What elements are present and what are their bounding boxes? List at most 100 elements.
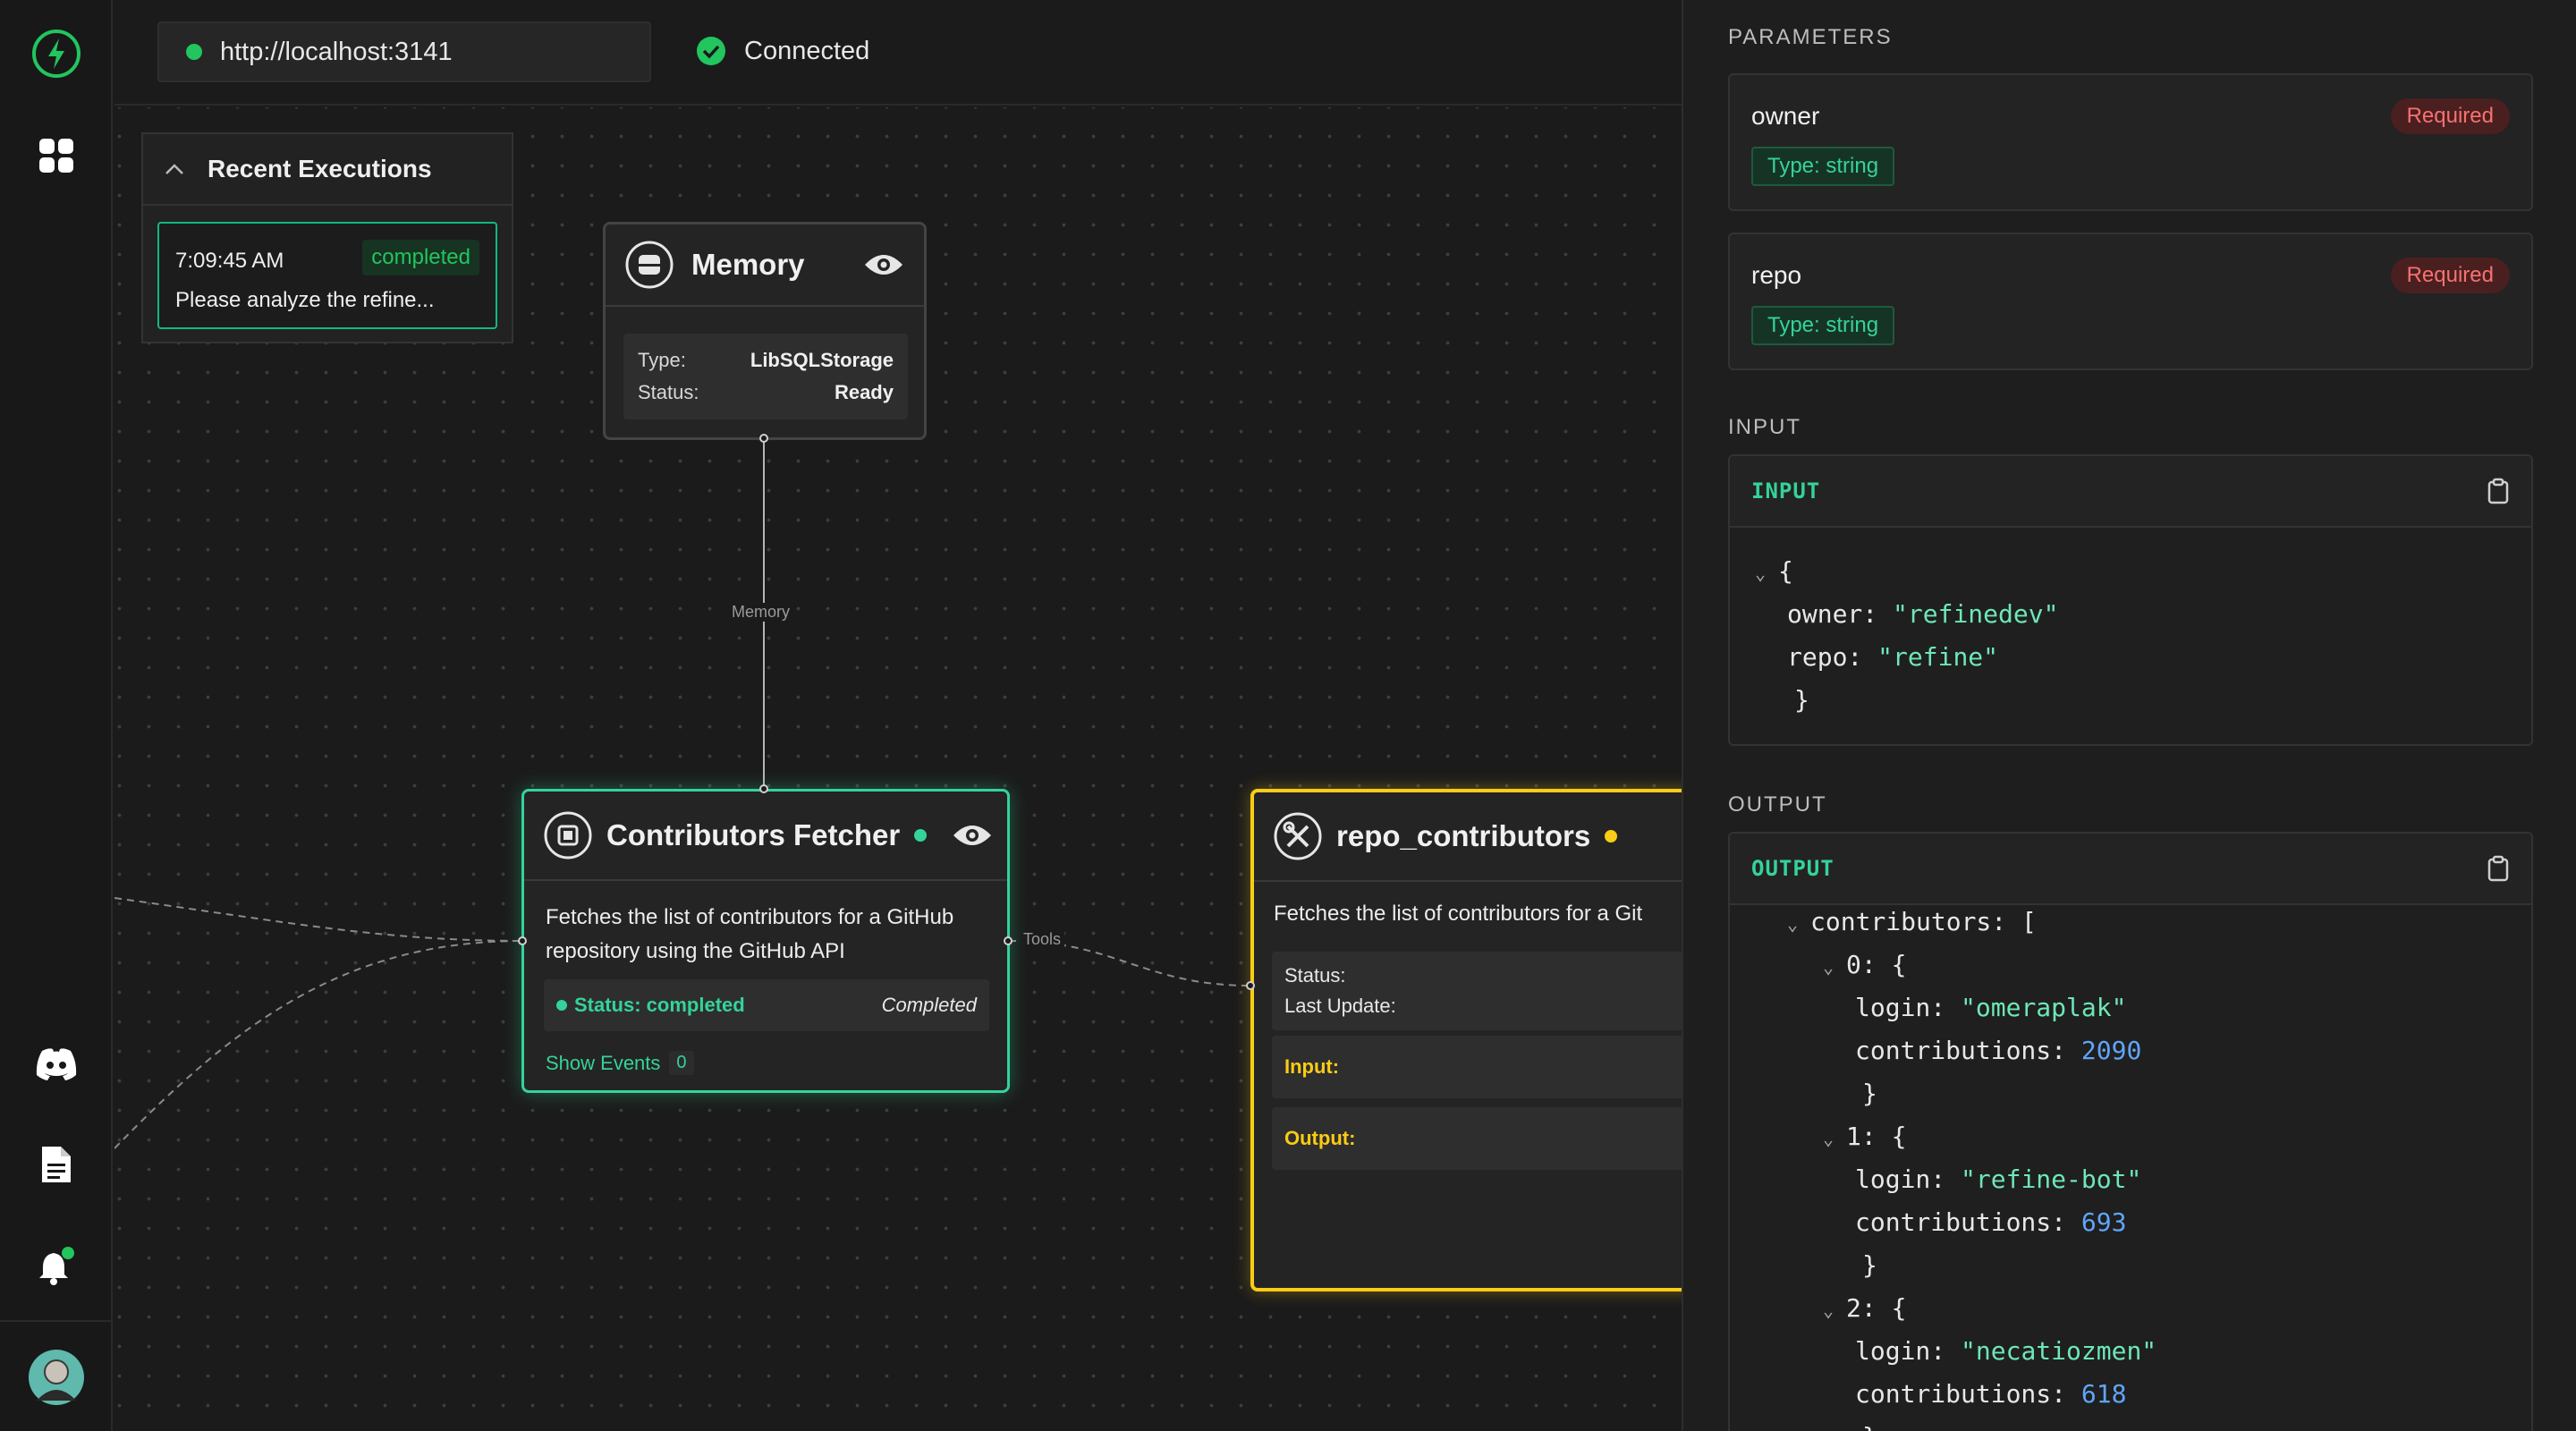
execution-status-badge: completed	[362, 240, 479, 275]
tool-node[interactable]: repo_contributors Fetches the list of co…	[1250, 789, 1682, 1291]
contributions-value: 2090	[2080, 1036, 2142, 1065]
json-line-owner: owner: "refinedev"	[1787, 599, 2059, 629]
json-item-2-open[interactable]: ⌄2: {	[1823, 1293, 1907, 1323]
agent-top-handle[interactable]	[759, 784, 768, 793]
server-url-field[interactable]: http://localhost:3141	[157, 21, 651, 82]
item-index: 1:	[1846, 1122, 1877, 1151]
clipboard-icon[interactable]	[2487, 855, 2510, 882]
input-section-label: INPUT	[1728, 415, 1801, 439]
tool-last-update-label: Last Update:	[1284, 995, 1396, 1017]
chevron-down-icon[interactable]: ⌄	[1787, 913, 1799, 935]
bell-icon[interactable]	[28, 1238, 85, 1295]
sidebar	[0, 0, 113, 1431]
eye-icon[interactable]	[863, 250, 904, 279]
json-owner-value: "refinedev"	[1893, 599, 2059, 629]
recent-executions-title: Recent Executions	[208, 155, 432, 182]
agent-node-description: Fetches the list of contributors for a G…	[546, 905, 954, 963]
json-item-1-contributions: contributions: 693	[1855, 1207, 2127, 1237]
json-repo-value: "refine"	[1877, 642, 1999, 672]
execution-item[interactable]: 7:09:45 AM completed Please analyze the …	[157, 222, 497, 329]
output-code-card: OUTPUT ⌄contributors: [ ⌄0: { login: "om…	[1728, 832, 2533, 1431]
server-status-dot	[186, 44, 202, 60]
param-name: owner	[1751, 102, 1820, 130]
json-open-line[interactable]: ⌄{	[1755, 556, 1793, 586]
json-close-line: }	[1794, 685, 1809, 715]
execution-time: 7:09:45 AM	[175, 249, 284, 273]
tools-edge-label: Tools	[1020, 930, 1065, 949]
agent-node-header: Contributors Fetcher	[524, 792, 1007, 881]
sidebar-divider	[0, 1320, 113, 1322]
memory-status-value: Ready	[834, 381, 894, 403]
json-item-0-open[interactable]: ⌄0: {	[1823, 950, 1907, 979]
recent-executions-panel: Recent Executions 7:09:45 AM completed P…	[141, 132, 513, 343]
execution-preview: Please analyze the refine...	[175, 288, 435, 312]
agent-node[interactable]: Contributors Fetcher Fetches the list of…	[521, 789, 1010, 1093]
login-value: "omeraplak"	[1961, 993, 2127, 1022]
tool-node-description: Fetches the list of contributors for a G…	[1274, 902, 1643, 926]
incoming-edge-2	[114, 940, 525, 1149]
item-index: 2:	[1846, 1293, 1877, 1323]
chevron-up-icon[interactable]	[163, 160, 186, 178]
memory-type-value: LibSQLStorage	[750, 349, 894, 371]
discord-icon[interactable]	[28, 1036, 85, 1093]
show-events-label: Show Events	[546, 1051, 661, 1074]
chevron-down-icon[interactable]: ⌄	[1823, 956, 1835, 978]
input-code-card: INPUT ⌄{ owner: "refinedev" repo: "refin…	[1728, 454, 2533, 746]
flow-canvas[interactable]: Memory Tools Recent Executions 7:09:45 A…	[114, 107, 1682, 1431]
tool-node-title: repo_contributors	[1336, 819, 1591, 852]
tool-last-update-row: Last Update: 7	[1284, 991, 1682, 1021]
incoming-edge-1	[114, 897, 525, 942]
tool-output-box: Output:	[1272, 1107, 1682, 1170]
contributions-value: 618	[2080, 1379, 2127, 1409]
agent-left-handle[interactable]	[518, 936, 527, 945]
chevron-down-icon[interactable]: ⌄	[1755, 563, 1767, 584]
json-line-repo: repo: "refine"	[1787, 642, 1999, 672]
input-code-header: INPUT	[1730, 456, 2531, 528]
chevron-down-icon[interactable]: ⌄	[1823, 1128, 1835, 1149]
tool-node-header: repo_contributors	[1254, 792, 1682, 882]
output-section-label: OUTPUT	[1728, 792, 1827, 817]
bolt-logo-icon[interactable]	[28, 25, 85, 82]
clipboard-icon[interactable]	[2487, 478, 2510, 504]
server-url: http://localhost:3141	[220, 37, 453, 66]
memory-type-label: Type:	[638, 349, 686, 371]
param-name: repo	[1751, 261, 1802, 289]
json-item-2-close: }	[1862, 1422, 1877, 1431]
json-item-0-close: }	[1862, 1079, 1877, 1108]
status-dot	[556, 1000, 567, 1011]
events-count: 0	[669, 1051, 694, 1075]
tool-status-box: Status: Last Update: 7	[1272, 952, 1682, 1030]
tool-output-label: Output:	[1284, 1127, 1356, 1149]
memory-node-header: Memory	[606, 224, 924, 307]
agent-right-handle[interactable]	[1004, 936, 1013, 945]
connection-status-text: Connected	[744, 36, 870, 65]
chevron-down-icon[interactable]: ⌄	[1823, 1300, 1835, 1321]
login-value: "refine-bot"	[1961, 1164, 2142, 1194]
tool-status-row: Status:	[1284, 961, 1682, 991]
tool-left-handle[interactable]	[1246, 981, 1255, 990]
output-code-header: OUTPUT	[1730, 834, 2531, 905]
contributors-key: contributors:	[1810, 907, 2007, 936]
json-item-0-login: login: "omeraplak"	[1855, 993, 2127, 1022]
param-type-badge: Type: string	[1751, 306, 1895, 345]
json-item-1-open[interactable]: ⌄1: {	[1823, 1122, 1907, 1151]
required-badge: Required	[2390, 258, 2510, 293]
avatar[interactable]	[28, 1349, 85, 1406]
agent-status-bar: Status: completed Completed	[544, 979, 989, 1031]
agent-node-title: Contributors Fetcher	[606, 818, 901, 851]
memory-bottom-handle[interactable]	[759, 434, 768, 443]
check-circle-icon	[697, 37, 725, 65]
agent-status-text: Status: completed	[574, 994, 745, 1016]
grid-icon[interactable]	[28, 127, 85, 184]
param-card-repo: repo Required Type: string	[1728, 233, 2533, 370]
output-code-title: OUTPUT	[1751, 856, 1835, 881]
memory-node[interactable]: Memory Type: LibSQLStorage Status: Ready	[603, 222, 927, 440]
json-contributors-line[interactable]: ⌄contributors: [	[1787, 907, 2037, 936]
show-events-link[interactable]: Show Events 0	[546, 1051, 694, 1075]
agent-status-right: Completed	[881, 994, 977, 1016]
document-icon[interactable]	[28, 1136, 85, 1193]
recent-executions-header[interactable]: Recent Executions	[143, 134, 512, 206]
json-item-1-close: }	[1862, 1250, 1877, 1280]
tool-input-box: Input:	[1272, 1036, 1682, 1098]
eye-icon[interactable]	[952, 821, 993, 850]
